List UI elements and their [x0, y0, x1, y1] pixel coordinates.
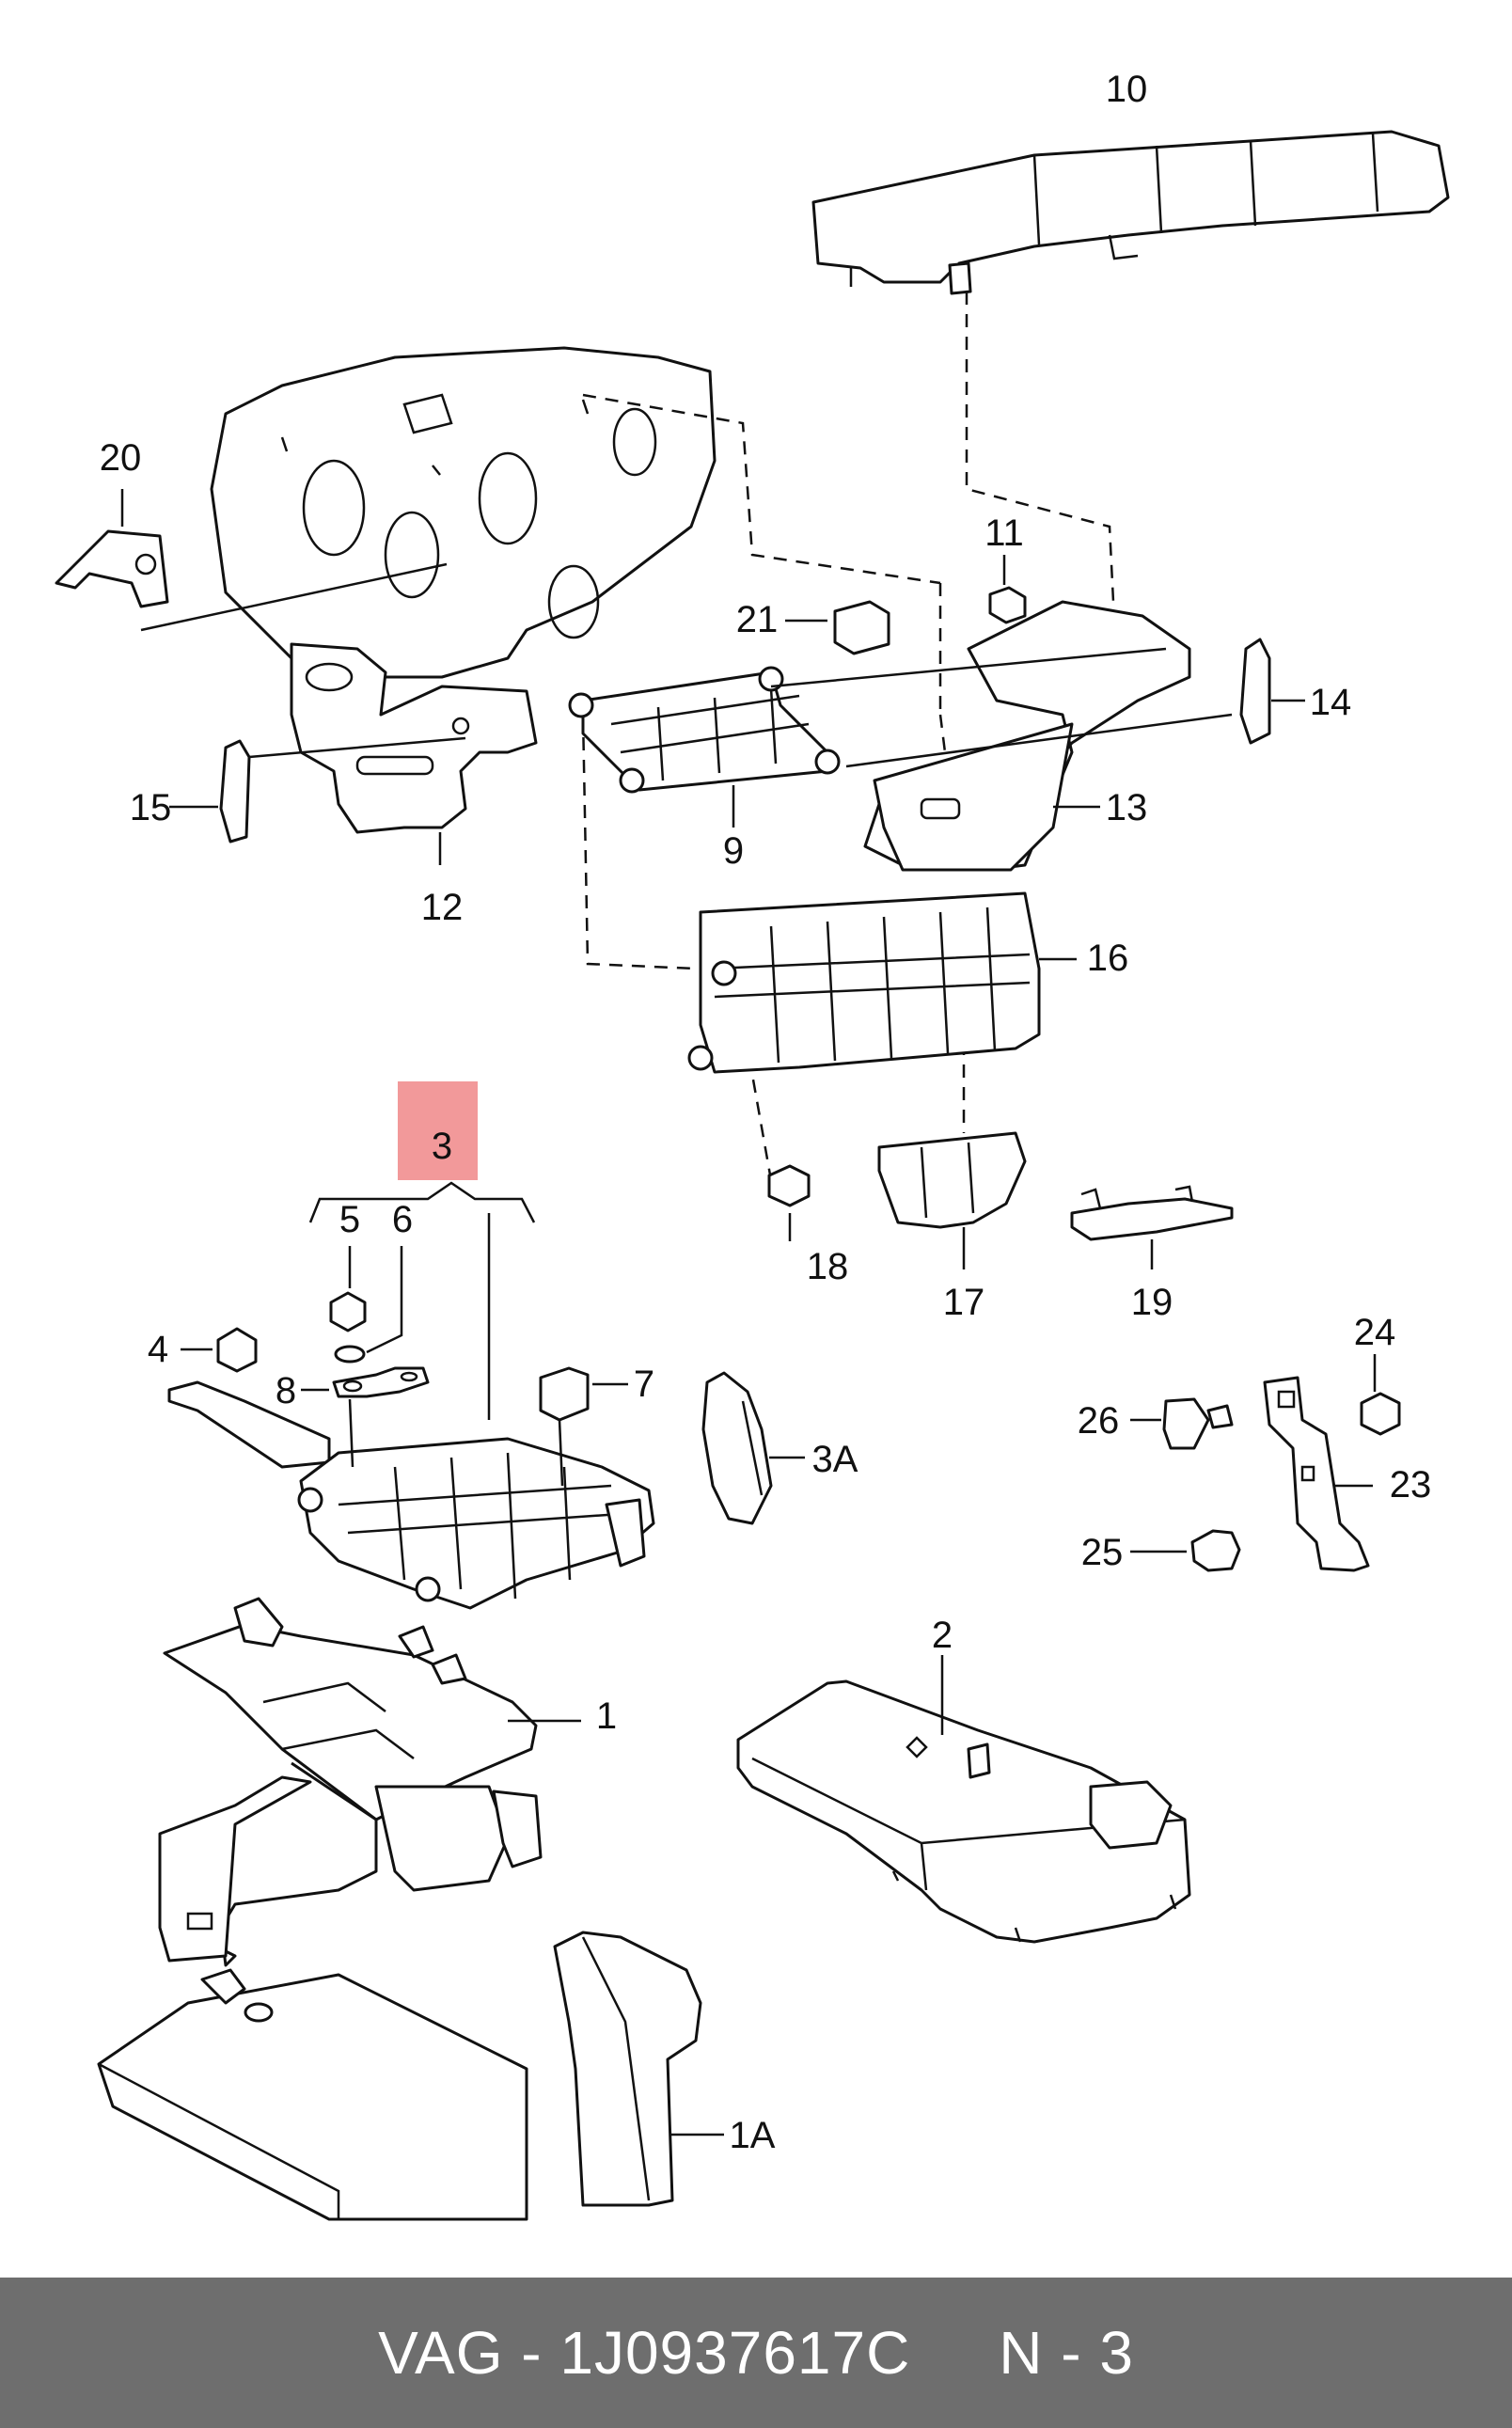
callout-label-13[interactable]: 13: [1106, 787, 1148, 828]
part-1-carrier[interactable]: [158, 1597, 543, 1967]
callout-label-15[interactable]: 15: [130, 787, 172, 828]
part-17-relay[interactable]: [877, 1131, 1027, 1229]
callout-label-8[interactable]: 8: [276, 1370, 296, 1411]
part-18-nut[interactable]: [767, 1164, 811, 1207]
part-5-nut[interactable]: [329, 1291, 367, 1332]
part-6-washer[interactable]: [334, 1345, 366, 1364]
callout-label-11[interactable]: 11: [984, 512, 1024, 554]
group-3-bracket: [308, 1181, 536, 1223]
callout-label-1A[interactable]: 1A: [730, 2115, 776, 2156]
callout-label-12[interactable]: 12: [421, 887, 464, 928]
part-1A-cover[interactable]: [553, 1931, 702, 2207]
callout-label-9[interactable]: 9: [723, 830, 744, 872]
footer-gap: [910, 2318, 999, 2388]
callout-label-5[interactable]: 5: [339, 1199, 360, 1240]
callout-label-16[interactable]: 16: [1087, 938, 1129, 979]
footer-position: N - 3: [999, 2319, 1134, 2387]
part-14-clip[interactable]: [1239, 638, 1271, 745]
footer-brand: VAG: [378, 2319, 504, 2387]
callout-label-10[interactable]: 10: [1106, 69, 1148, 110]
callout-label-6[interactable]: 6: [392, 1199, 413, 1240]
battery: [97, 1968, 528, 2221]
part-16-fuse-box[interactable]: [687, 891, 1041, 1074]
part-21-block[interactable]: [833, 600, 890, 655]
part-25-clip[interactable]: [1190, 1529, 1241, 1572]
callout-label-19[interactable]: 19: [1131, 1282, 1173, 1323]
part-12-bracket[interactable]: [290, 642, 538, 834]
highlight-box-3: [398, 1081, 478, 1180]
callout-label-23[interactable]: 23: [1390, 1464, 1432, 1506]
part-2-cover[interactable]: [736, 1679, 1191, 1944]
part-24-nut[interactable]: [1360, 1392, 1401, 1436]
callout-label-7[interactable]: 7: [634, 1364, 654, 1405]
part-19-plate[interactable]: [1070, 1185, 1234, 1241]
dashed-guides: [581, 292, 1116, 1181]
callout-label-25[interactable]: 25: [1081, 1532, 1124, 1573]
part-20-bracket[interactable]: [55, 529, 169, 608]
part-3A-cover[interactable]: [701, 1371, 773, 1525]
part-23-bracket[interactable]: [1263, 1376, 1370, 1572]
part-3-fuse-box-assembly[interactable]: [167, 1380, 655, 1610]
part-10-rail[interactable]: [811, 130, 1450, 295]
part-13-bracket[interactable]: [863, 600, 1191, 872]
part-8-washer[interactable]: [332, 1366, 430, 1398]
part-4-nut[interactable]: [216, 1327, 258, 1373]
callout-label-3[interactable]: 3: [432, 1126, 452, 1167]
exploded-parts-diagram: 10201121141513912163564873A1817192426232…: [55, 69, 1450, 2221]
callout-label-17[interactable]: 17: [943, 1282, 985, 1323]
footer-bar: VAG - 1J0937617C N - 3: [0, 2278, 1512, 2428]
callout-label-26[interactable]: 26: [1078, 1400, 1120, 1442]
part-26-clip[interactable]: [1162, 1397, 1234, 1450]
part-7-fuse[interactable]: [539, 1366, 590, 1422]
callout-label-18[interactable]: 18: [807, 1246, 849, 1287]
callout-label-20[interactable]: 20: [100, 437, 142, 479]
footer-part-number: 1J0937617C: [559, 2319, 911, 2387]
part-15-clip[interactable]: [219, 739, 251, 843]
callout-label-3A[interactable]: 3A: [812, 1439, 858, 1480]
part-9-relay-strip[interactable]: [568, 666, 841, 794]
callout-label-21[interactable]: 21: [736, 599, 779, 640]
callout-label-2[interactable]: 2: [932, 1615, 953, 1656]
callout-label-14[interactable]: 14: [1310, 682, 1352, 723]
callout-label-4[interactable]: 4: [148, 1329, 168, 1370]
part-11-nut[interactable]: [988, 586, 1027, 624]
footer-separator: -: [503, 2319, 560, 2387]
background-panel: [210, 346, 717, 679]
callout-label-1[interactable]: 1: [596, 1695, 617, 1737]
callout-label-24[interactable]: 24: [1354, 1312, 1396, 1353]
